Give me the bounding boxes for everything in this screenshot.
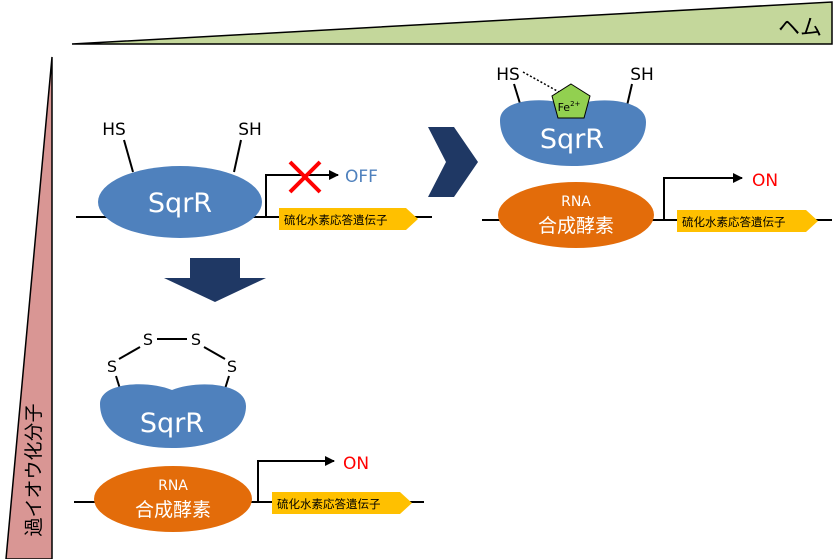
- rna-polymerase: [498, 182, 654, 248]
- sulfur-atom: S: [191, 330, 201, 349]
- panel-repressed: HS SH SqrR OFF 硫化水素応答遺伝子: [76, 120, 432, 238]
- heme-pentagon-icon: [551, 83, 591, 119]
- sulfur-atom: S: [227, 357, 237, 376]
- panel-heme-bound: HS SH Fe2+ SqrR RNA 合成酵素 ON 硫化水素応答遺伝子: [482, 65, 832, 248]
- sulfur-bond: [118, 346, 141, 360]
- iron-label: Fe2+: [558, 100, 581, 114]
- sqrr-label: SqrR: [540, 124, 604, 155]
- promoter-arrow: [257, 456, 335, 502]
- thiol-label-left: HS: [102, 120, 126, 140]
- sqrr-label: SqrR: [140, 408, 204, 439]
- gene-arrow: [272, 492, 412, 514]
- panel-polysulfide: S S S S SqrR RNA 合成酵素 ON 硫化水素応答遺伝子: [74, 330, 424, 532]
- gene-label: 硫化水素応答遺伝子: [284, 213, 388, 227]
- gene-label: 硫化水素応答遺伝子: [277, 497, 381, 511]
- flow-arrow-down: [164, 258, 266, 302]
- on-label: ON: [343, 454, 369, 474]
- rnap-label-line1: RNA: [158, 478, 188, 494]
- thiol-label-right: SH: [238, 120, 262, 140]
- sulfur-atom: S: [143, 330, 153, 349]
- sqrr-protein: [500, 100, 646, 166]
- gene-arrow: [279, 208, 418, 230]
- polysulfide-gradient-wedge: [5, 56, 53, 559]
- gene-label: 硫化水素応答遺伝子: [682, 215, 786, 229]
- rnap-label-line2: 合成酵素: [538, 215, 614, 237]
- thiol-bond-right: [233, 139, 242, 173]
- off-label: OFF: [345, 167, 378, 187]
- rnap-label-line1: RNA: [561, 194, 591, 210]
- heme-gradient-wedge: [71, 1, 833, 45]
- on-label: ON: [752, 171, 778, 191]
- rna-polymerase: [94, 466, 252, 532]
- promoter-arrow: [663, 173, 743, 220]
- flow-arrow-right: [428, 127, 478, 197]
- sqrr-protein: [98, 166, 262, 238]
- fe-coordination-bond: [522, 71, 560, 93]
- sulfur-atom: S: [107, 357, 117, 376]
- sqrr-label: SqrR: [148, 188, 212, 219]
- thiol-bond-left: [123, 139, 134, 173]
- promoter-arrow: [265, 170, 339, 218]
- polysulfide-label: 過イオウ化分子: [23, 403, 45, 536]
- gene-arrow: [677, 210, 818, 232]
- thiol-label-left: HS: [496, 65, 520, 85]
- heme-label: ヘム: [778, 16, 822, 41]
- rnap-label-line2: 合成酵素: [135, 499, 211, 521]
- cross-icon: [288, 160, 322, 194]
- thiol-label-right: SH: [630, 65, 654, 85]
- sulfur-bond: [203, 346, 226, 360]
- sqrr-protein: [100, 384, 246, 448]
